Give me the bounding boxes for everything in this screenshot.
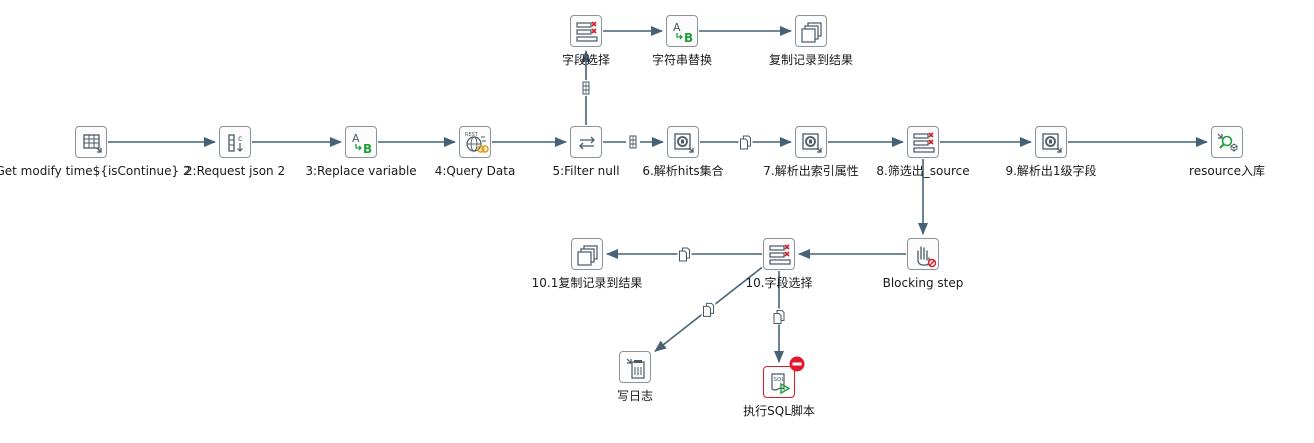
filter-rows-icon[interactable] — [570, 126, 602, 158]
copy-rows-hop-icon — [772, 308, 786, 325]
step-s9[interactable]: 9.解析出1级字段 — [1005, 126, 1097, 178]
step-label: 7.解析出索引属性 — [763, 164, 859, 178]
svg-text:A: A — [673, 21, 681, 34]
step-s4[interactable]: REST 4:Query Data — [435, 126, 515, 178]
error-badge-icon — [789, 356, 805, 372]
step-b3[interactable]: 10.1复制记录到结果 — [532, 238, 642, 290]
step-label: :Get modify time${isContinue} 2 — [0, 164, 191, 178]
step-label: resource入库 — [1189, 164, 1265, 178]
step-t3[interactable]: 复制记录到结果 — [769, 15, 853, 67]
step-label: 10.字段选择 — [745, 276, 813, 290]
generate-rows-icon[interactable]: c — [219, 126, 251, 158]
svg-text:B: B — [684, 31, 693, 45]
step-label: 3:Replace variable — [305, 164, 417, 178]
step-t1[interactable]: 字段选择 — [562, 15, 610, 67]
step-s8[interactable]: 8.筛选出_source — [876, 126, 970, 178]
step-b4[interactable]: 写日志 — [617, 351, 653, 403]
json-input-icon[interactable] — [795, 126, 827, 158]
svg-text:A: A — [352, 132, 360, 145]
select-values-icon[interactable] — [907, 126, 939, 158]
table-input-icon[interactable] — [75, 126, 107, 158]
step-s6[interactable]: 6.解析hits集合 — [642, 126, 724, 178]
step-label: 4:Query Data — [434, 164, 516, 178]
svg-text:B: B — [363, 142, 372, 156]
step-s5[interactable]: 5:Filter null — [552, 126, 620, 178]
step-label: 10.1复制记录到结果 — [531, 276, 643, 290]
distribute-hop-icon — [579, 80, 593, 96]
copy-rows-hop-icon — [701, 301, 716, 318]
step-s3[interactable]: A B 3:Replace variable — [305, 126, 417, 178]
insert-update-icon[interactable] — [1211, 126, 1243, 158]
json-input-icon[interactable] — [667, 126, 699, 158]
step-label: 字段选择 — [561, 53, 611, 67]
copy-rows-icon[interactable] — [571, 238, 603, 270]
step-label: 字符串替换 — [651, 53, 713, 67]
write-log-icon[interactable] — [619, 351, 651, 383]
step-label: 写日志 — [616, 389, 654, 403]
step-label: 6.解析hits集合 — [642, 164, 724, 178]
sql-script-icon[interactable]: SQL — [763, 366, 795, 398]
string-replace-icon[interactable]: A B — [666, 15, 698, 47]
select-values-icon[interactable] — [763, 238, 795, 270]
step-s10[interactable]: resource入库 — [1189, 126, 1265, 178]
step-b1[interactable]: Blocking step — [883, 238, 963, 290]
step-label: 2:Request json 2 — [184, 164, 286, 178]
step-b2[interactable]: 10.字段选择 — [745, 238, 813, 290]
svg-text:REST: REST — [465, 132, 479, 138]
copy-rows-hop-icon — [677, 246, 692, 262]
select-values-icon[interactable] — [570, 15, 602, 47]
step-label: 8.筛选出_source — [876, 164, 970, 178]
step-label: 执行SQL脚本 — [743, 404, 815, 418]
copy-rows-icon[interactable] — [795, 15, 827, 47]
svg-text:SQL: SQL — [774, 377, 786, 383]
step-s7[interactable]: 7.解析出索引属性 — [763, 126, 859, 178]
json-input-icon[interactable] — [1035, 126, 1067, 158]
copy-rows-hop-icon — [738, 134, 753, 150]
step-t2[interactable]: A B 字符串替换 — [652, 15, 712, 67]
rest-client-icon[interactable]: REST — [459, 126, 491, 158]
step-s1[interactable]: :Get modify time${isContinue} 2 — [0, 126, 191, 178]
step-label: 9.解析出1级字段 — [1005, 164, 1097, 178]
step-b5[interactable]: SQL 执行SQL脚本 — [743, 356, 815, 418]
step-label: 5:Filter null — [552, 164, 620, 178]
svg-text:c: c — [238, 134, 242, 143]
distribute-hop-icon — [626, 134, 640, 150]
string-replace-icon[interactable]: A B — [345, 126, 377, 158]
step-label: Blocking step — [882, 276, 964, 290]
step-label: 复制记录到结果 — [768, 53, 854, 67]
step-s2[interactable]: c 2:Request json 2 — [185, 126, 285, 178]
blocking-step-icon[interactable] — [907, 238, 939, 270]
